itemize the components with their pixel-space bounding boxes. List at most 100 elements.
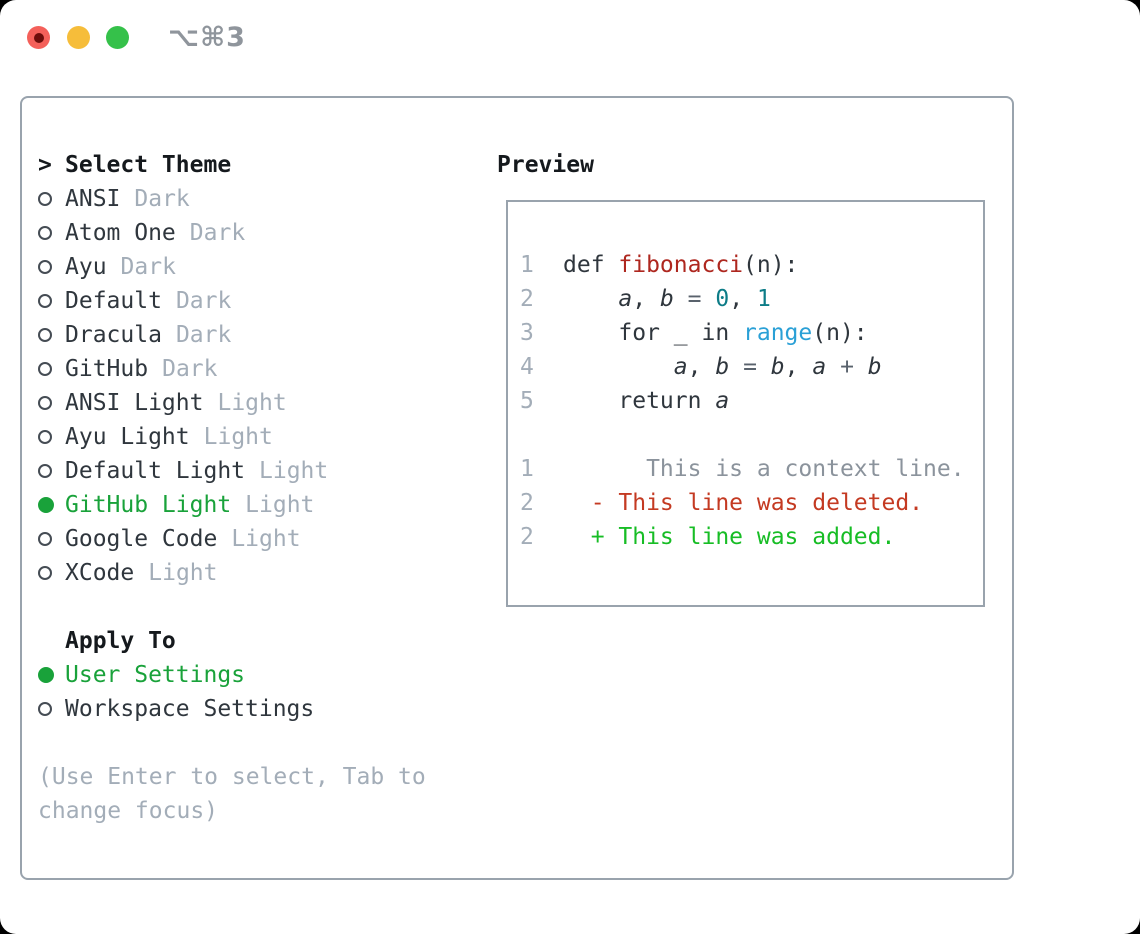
radio-selected-icon — [38, 497, 54, 513]
theme-option-default-light[interactable]: Default Light Light — [38, 454, 488, 488]
option-label: Ayu Light — [65, 424, 190, 450]
select-theme-heading-label: Select Theme — [65, 152, 232, 178]
radio-icon — [38, 396, 52, 410]
theme-option-default[interactable]: Default Dark — [38, 284, 488, 318]
option-label: User Settings — [65, 662, 246, 688]
option-variant-label: Dark — [162, 356, 218, 382]
spacer — [38, 726, 488, 760]
option-variant-label: Dark — [189, 220, 246, 246]
option-label: Ayu — [65, 254, 107, 280]
option-label: Google Code — [65, 526, 218, 552]
radio-selected-icon — [38, 667, 54, 683]
line-content: This is a context line. — [563, 456, 965, 482]
line-content: a, b = 0, 1 — [618, 286, 771, 312]
radio-icon — [38, 192, 52, 206]
option-variant-label: Light — [231, 526, 301, 552]
preview-code-line: 2 - This line was deleted. — [520, 486, 983, 520]
line-number: 5 — [520, 388, 534, 414]
option-label: Atom One — [65, 220, 176, 246]
zoom-button[interactable] — [106, 26, 129, 49]
preview-code-line: 3 for _ in range(n): — [520, 316, 983, 350]
window-shortcut-label: ⌥⌘3 — [168, 22, 246, 53]
option-variant-label: Dark — [175, 322, 232, 348]
option-label: Dracula — [65, 322, 162, 348]
preview-code-line: 2 + This line was added. — [520, 520, 983, 554]
radio-icon — [38, 532, 52, 546]
titlebar: ⌥⌘3 — [0, 0, 1140, 74]
line-content: for _ in range(n): — [563, 320, 868, 346]
caret-icon: > — [38, 152, 52, 178]
theme-option-github-light[interactable]: GitHub Light Light — [38, 488, 488, 522]
option-variant-label: Dark — [134, 186, 190, 212]
apply-to-heading: Apply To — [38, 624, 488, 658]
line-number: 1 — [520, 252, 534, 278]
option-variant-label: Light — [203, 424, 273, 450]
option-variant-label: Light — [245, 492, 315, 518]
option-label: GitHub Light — [65, 492, 232, 518]
option-variant-label: Dark — [120, 254, 176, 280]
help-text-line-2: change focus) — [38, 798, 219, 824]
theme-option-github[interactable]: GitHub Dark — [38, 352, 488, 386]
option-label: GitHub — [65, 356, 149, 382]
theme-option-ayu[interactable]: Ayu Dark — [38, 250, 488, 284]
line-content: + This line was added. — [563, 524, 896, 550]
option-label: ANSI Light — [65, 390, 204, 416]
close-button[interactable] — [27, 26, 50, 49]
radio-icon — [38, 328, 52, 342]
radio-icon — [38, 260, 52, 274]
theme-option-ansi[interactable]: ANSI Dark — [38, 182, 488, 216]
apply-option-workspace-settings[interactable]: Workspace Settings — [38, 692, 488, 726]
theme-option-atom-one[interactable]: Atom One Dark — [38, 216, 488, 250]
line-number: 2 — [520, 524, 534, 550]
preview-code-line: 2 a, b = 0, 1 — [520, 282, 983, 316]
preview-code-line: 1 def fibonacci(n): — [520, 248, 983, 282]
line-content: def fibonacci(n): — [563, 252, 799, 278]
line-content: return a — [563, 388, 730, 414]
apply-to-heading-label: Apply To — [65, 628, 176, 654]
line-content: a, b = b, a + b — [673, 354, 882, 380]
radio-icon — [38, 464, 52, 478]
option-variant-label: Light — [148, 560, 218, 586]
spacer — [38, 590, 488, 624]
radio-icon — [38, 294, 52, 308]
option-label: Default — [65, 288, 162, 314]
option-variant-label: Light — [259, 458, 329, 484]
preview-heading: Preview — [497, 152, 594, 178]
help-text-line-1: (Use Enter to select, Tab to — [38, 764, 426, 790]
line-number: 4 — [520, 354, 534, 380]
theme-option-ansi-light[interactable]: ANSI Light Light — [38, 386, 488, 420]
radio-icon — [38, 566, 52, 580]
radio-icon — [38, 226, 52, 240]
preview-code-line: 4 a, b = b, a + b — [520, 350, 983, 384]
line-number: 3 — [520, 320, 534, 346]
select-theme-heading: > Select Theme — [38, 148, 488, 182]
option-label: XCode — [65, 560, 135, 586]
preview-code-line: 1 This is a context line. — [520, 452, 983, 486]
line-number: 1 — [520, 456, 534, 482]
apply-option-user-settings[interactable]: User Settings — [38, 658, 488, 692]
line-number: 2 — [520, 490, 534, 516]
radio-icon — [38, 430, 52, 444]
radio-icon — [38, 362, 52, 376]
option-variant-label: Light — [217, 390, 287, 416]
option-label: Workspace Settings — [65, 696, 315, 722]
option-variant-label: Dark — [175, 288, 232, 314]
minimize-button[interactable] — [67, 26, 90, 49]
theme-option-dracula[interactable]: Dracula Dark — [38, 318, 488, 352]
option-label: Default Light — [65, 458, 246, 484]
preview-code-line: 5 return a — [520, 384, 983, 418]
theme-option-google-code[interactable]: Google Code Light — [38, 522, 488, 556]
line-content: - This line was deleted. — [563, 490, 924, 516]
line-number: 2 — [520, 286, 534, 312]
theme-option-xcode[interactable]: XCode Light — [38, 556, 488, 590]
theme-option-ayu-light[interactable]: Ayu Light Light — [38, 420, 488, 454]
radio-icon — [38, 702, 52, 716]
option-label: ANSI — [65, 186, 121, 212]
